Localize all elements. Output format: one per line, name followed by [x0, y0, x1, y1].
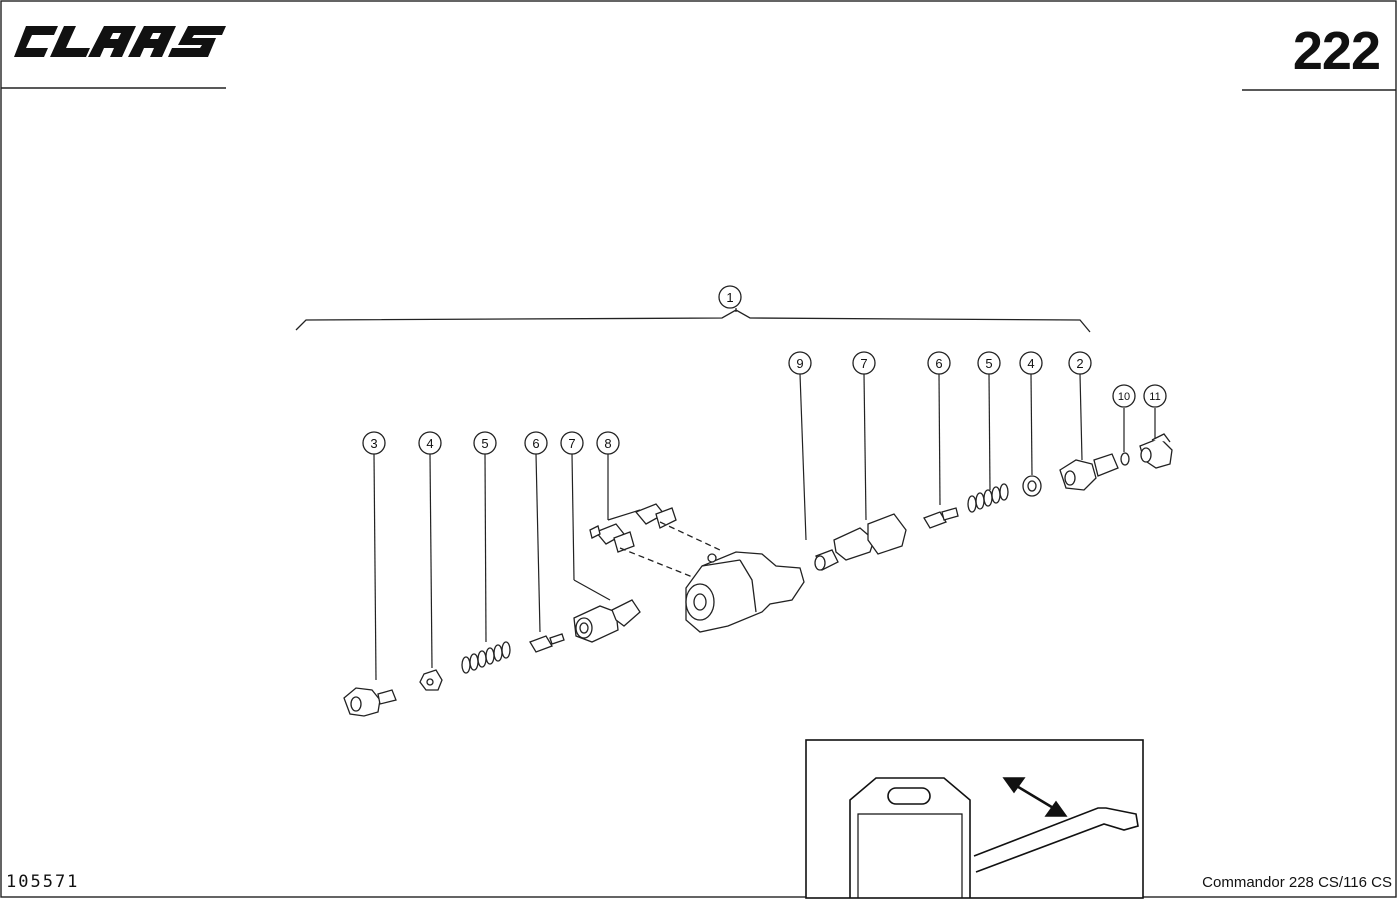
location-inset: [805, 739, 1144, 899]
part-hex-nipple-left: [343, 687, 397, 717]
callout-label-10: 10: [1118, 391, 1130, 403]
callout-label-6-right: 6: [935, 356, 942, 371]
part-spring-right: [967, 483, 1009, 513]
part-washer-right: [1022, 475, 1042, 497]
part-pin-left: [529, 633, 565, 653]
part-washer-left: [419, 669, 443, 691]
part-spring-left: [461, 641, 511, 674]
part-pin-right: [923, 507, 959, 529]
assembly-brace: [295, 309, 1091, 333]
part-elbow: [1139, 433, 1173, 469]
inset-tank-outline: [849, 777, 971, 898]
part-main-body: [685, 551, 805, 633]
callout-label-4-left: 4: [426, 436, 433, 451]
callout-circles: [362, 285, 1167, 455]
drawing-number: 105571: [6, 872, 80, 892]
callout-label-7-right: 7: [860, 356, 867, 371]
callout-label-9: 9: [796, 356, 803, 371]
callout-label-1: 1: [726, 290, 733, 305]
claas-logo: [14, 26, 226, 57]
part-valve-left: [573, 599, 641, 643]
inset-lever: [973, 807, 1139, 873]
part-plug: [814, 549, 839, 571]
callout-label-5-right: 5: [985, 356, 992, 371]
inset-tank-handle: [887, 787, 931, 805]
callout-label-11: 11: [1149, 391, 1160, 403]
callout-label-2: 2: [1076, 356, 1083, 371]
machine-model: Commandor 228 CS/116 CS: [1202, 874, 1392, 891]
center-line: [619, 521, 721, 581]
callout-label-4-right: 4: [1027, 356, 1034, 371]
callout-labels: 1 3 4 5 6 7 8 9 7 6 5 4 2 10 11: [370, 290, 1160, 451]
callout-label-5-left: 5: [481, 436, 488, 451]
callout-label-6-left: 6: [532, 436, 539, 451]
exploded-parts: [343, 433, 1173, 717]
part-hex-nipple-right: [1059, 453, 1119, 491]
callout-label-8: 8: [604, 436, 611, 451]
callout-label-7-left: 7: [568, 436, 575, 451]
page-number: 222: [1292, 21, 1381, 81]
part-valve-right: [833, 513, 907, 561]
part-o-ring: [1120, 452, 1130, 466]
callout-group: [373, 308, 1156, 681]
callout-label-3: 3: [370, 436, 377, 451]
part-grease-nipples: [589, 503, 677, 553]
